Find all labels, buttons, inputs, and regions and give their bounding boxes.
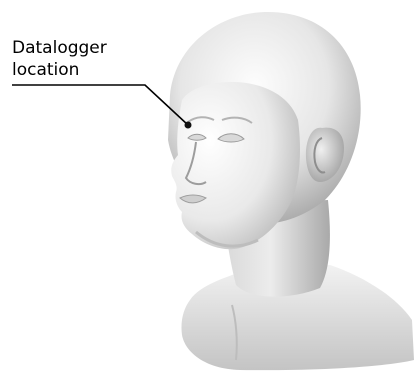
annotation-label-line-2: location	[12, 60, 79, 80]
annotation-label-line-1: Datalogger	[12, 38, 107, 58]
datalogger-marker	[185, 122, 192, 129]
leader-line	[12, 85, 188, 125]
